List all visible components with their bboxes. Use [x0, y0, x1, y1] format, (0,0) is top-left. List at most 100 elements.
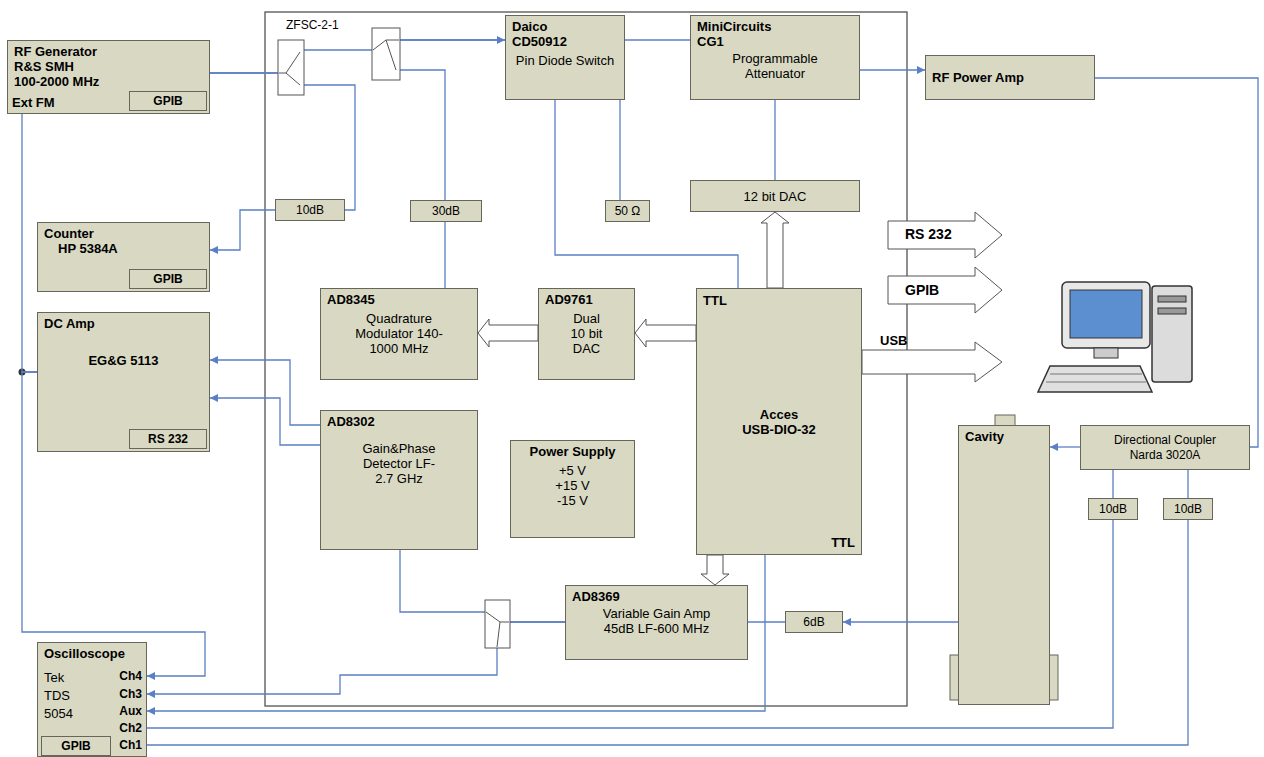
- splitter-symbol: [486, 612, 509, 647]
- instrument-box: CounterHP 5384AGPIB: [37, 222, 210, 292]
- signal-line: [860, 66, 925, 74]
- box-text: Quadrature Modulator 140-1000 MHz: [342, 311, 457, 356]
- splitter-symbol: [279, 52, 300, 85]
- signal-line: [1113, 470, 1114, 498]
- bus-arrow: [701, 555, 729, 585]
- box-text: Ch3: [119, 687, 142, 702]
- component-box: Power Supply +5 V +15 V -15 V: [510, 440, 635, 538]
- wire: [147, 622, 565, 694]
- box-title: Power Supply: [517, 444, 628, 459]
- cavity-box: Cavity: [958, 425, 1050, 705]
- box-title: 10dB: [282, 203, 338, 218]
- part-label: ZFSC-2-1: [286, 18, 339, 33]
- controller-box: TTLAccesUSB-DIO-32TTL: [696, 288, 862, 555]
- box-text: Ch4: [119, 669, 142, 684]
- component-box: 12 bit DAC: [690, 180, 860, 212]
- box-text: 100-2000 MHz: [14, 74, 203, 89]
- keyboard: [1038, 366, 1152, 392]
- box-title: RF Generator: [14, 44, 203, 59]
- signal-line: [445, 222, 446, 288]
- monitor: [1062, 282, 1150, 348]
- bus-arrow: [635, 319, 696, 347]
- signal-line: [210, 356, 320, 425]
- wire: [748, 621, 785, 622]
- attenuator-box: 10dB: [1163, 498, 1213, 520]
- box-text: USB-DIO-32: [703, 422, 855, 437]
- box-title: Directional Coupler: [1087, 433, 1243, 448]
- termination-box: 50 Ω: [605, 200, 650, 222]
- board-enclosure: [265, 12, 907, 706]
- instrument-box: OscilloscopeTek TDS 5054Ch4Ch3AuxCh2Ch1G…: [37, 642, 147, 757]
- signal-line: [22, 114, 37, 372]
- component-box: AD8369Variable Gain Amp 45dB LF-600 MHz: [565, 585, 748, 660]
- box-text: +5 V +15 V -15 V: [551, 463, 595, 508]
- amplifier-box: RF Power Amp: [925, 55, 1095, 100]
- signal-line: [210, 394, 320, 445]
- wire: [444, 222, 445, 288]
- monitor-stand: [1094, 348, 1118, 358]
- component-box: DaicoCD50912Pin Diode Switch: [505, 15, 625, 100]
- wire: [210, 73, 355, 210]
- signal-line: [210, 73, 355, 210]
- wire: [619, 100, 620, 200]
- wire: [385, 40, 505, 200]
- box-text: Tek TDS 5054: [44, 669, 80, 723]
- box-title: AD8345: [327, 292, 471, 307]
- wire: [843, 621, 958, 622]
- box-title: 30dB: [417, 204, 475, 219]
- box-text: CG1: [697, 34, 853, 49]
- power-splitter: [372, 28, 400, 80]
- arrow-head: [210, 356, 218, 364]
- box-text: Narda 3020A: [1087, 448, 1243, 463]
- arrow-head: [843, 618, 851, 626]
- box-text: Pin Diode Switch: [512, 53, 618, 68]
- bus-connector: [701, 555, 729, 585]
- signal-line: [385, 40, 505, 200]
- attenuator-box: 10dB: [1088, 498, 1138, 520]
- box-title: Oscilloscope: [44, 646, 140, 661]
- box-text: Variable Gain Amp 45dB LF-600 MHz: [597, 606, 717, 636]
- splitter-symbol: [373, 40, 399, 70]
- wire: [210, 360, 320, 425]
- arrow-head: [1050, 443, 1058, 451]
- box-title: AD8302: [327, 414, 471, 429]
- bus-label: GPIB: [905, 283, 939, 298]
- box-text: EG&G 5113: [44, 353, 203, 368]
- box-title: RF Power Amp: [932, 70, 1088, 85]
- attenuator-box: 10dB: [275, 199, 345, 221]
- box-text: Ch1: [119, 738, 142, 753]
- box-title: RS 232: [133, 432, 203, 447]
- instrument-box: DC AmpEG&G 5113RS 232: [37, 312, 210, 452]
- signal-line: [775, 100, 776, 180]
- box-title: MiniCircuits: [697, 19, 853, 34]
- wire: [625, 39, 690, 40]
- component-box: AD8302Gain&Phase Detector LF-2.7 GHz: [320, 410, 478, 550]
- wire: [1112, 470, 1113, 498]
- box-text: Gain&Phase Detector LF-2.7 GHz: [357, 441, 442, 486]
- bus-arrow: [478, 319, 538, 347]
- signal-line: [147, 555, 765, 715]
- wire: [1095, 78, 1258, 447]
- box-title: AD8369: [572, 589, 741, 604]
- box-text: HP 5384A: [58, 241, 203, 256]
- arrow-head: [147, 672, 155, 680]
- arrow-head: [147, 707, 155, 715]
- arrow-head: [210, 394, 218, 402]
- signal-line: [210, 36, 505, 73]
- box-title: GPIB: [133, 94, 203, 109]
- box-title: 10dB: [1095, 502, 1131, 517]
- cavity-port: [1049, 655, 1058, 700]
- bus-arrow: [761, 212, 789, 288]
- signal-line: [1188, 470, 1189, 498]
- port-box: GPIB: [129, 91, 207, 111]
- splitter-body: [485, 600, 510, 648]
- arrow-head: [917, 66, 925, 74]
- box-title: TTL: [703, 293, 727, 308]
- box-title: 10dB: [1170, 502, 1206, 517]
- signal-line: [748, 622, 785, 623]
- signal-line: [147, 622, 565, 698]
- bus-connector: [761, 212, 789, 288]
- bus-label: RS 232: [905, 227, 952, 242]
- bus-arrow: [888, 267, 1002, 313]
- drive-bay: [1158, 296, 1186, 302]
